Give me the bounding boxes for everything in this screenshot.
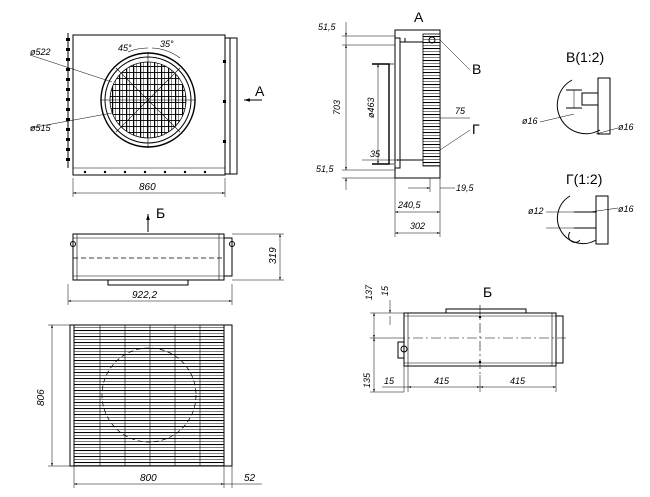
top-width: 922,2 (132, 290, 157, 301)
bottom-width: 800 (140, 473, 157, 484)
detail-g: Г(1:2) ø12 ø16 (528, 171, 634, 245)
side-dim-195: 19,5 (456, 183, 475, 193)
bottom-coil (73, 324, 225, 467)
detail-v-dim-left: ø16 (522, 116, 538, 126)
side-dim-35: 35 (370, 149, 381, 159)
side-dim-703: 703 (332, 100, 342, 115)
side-dim-515-bottom: 51,5 (316, 164, 335, 174)
view-b-dim-137: 137 (364, 284, 374, 300)
top-arrow-label: Б (156, 205, 165, 221)
front-dia-inner: ø515 (30, 123, 52, 133)
side-coil (422, 33, 441, 167)
side-callout-g: Г (472, 121, 480, 137)
view-b-housing (403, 312, 557, 367)
front-arrow-label: А (255, 83, 265, 99)
bottom-fan-outline (101, 347, 197, 443)
front-bottom-bolts (83, 170, 207, 174)
view-b-dim-415-b: 415 (510, 376, 526, 386)
view-b-title: Б (483, 284, 492, 300)
side-title: А (414, 9, 424, 25)
side-callout-v: В (472, 61, 481, 77)
bottom-height: 806 (36, 389, 47, 406)
front-left-bolts (66, 38, 70, 161)
detail-v-dim-right: ø16 (618, 122, 634, 132)
side-view: А В Г 51,5 703 ø463 35 51,5 75 19,5 240,… (316, 9, 481, 237)
bottom-depth: 52 (244, 473, 256, 484)
detail-g-dim-right: ø16 (618, 204, 634, 214)
front-view: ø522 ø515 45° 35° 860 А (29, 33, 265, 197)
top-height: 319 (268, 247, 279, 264)
detail-v: В(1:2) ø16 ø16 (522, 49, 634, 135)
side-dim-463: ø463 (366, 97, 376, 118)
side-dim-302: 302 (410, 221, 425, 231)
view-b: Б 137 15 135 15 415 415 (362, 284, 566, 393)
view-b-dim-415-a: 415 (434, 376, 450, 386)
bottom-view: 806 800 52 (36, 324, 262, 488)
front-angle-1: 45° (118, 43, 132, 53)
top-housing (72, 233, 225, 281)
detail-v-title: В(1:2) (566, 49, 604, 65)
side-dim-75: 75 (455, 106, 466, 116)
detail-g-title: Г(1:2) (566, 171, 602, 187)
view-b-dim-15-bottom: 15 (384, 376, 395, 386)
top-view: Б 922,2 319 (67, 205, 284, 305)
front-angle-2: 35° (160, 39, 174, 49)
front-dia-outer: ø522 (30, 47, 51, 57)
front-header (224, 37, 238, 175)
side-dim-515-top: 51,5 (318, 22, 337, 32)
view-b-dim-135: 135 (362, 372, 372, 388)
side-dim-2405: 240,5 (397, 200, 422, 210)
front-width: 860 (139, 182, 156, 193)
view-b-dim-15-top: 15 (380, 285, 390, 296)
detail-g-dim-left: ø12 (528, 206, 544, 216)
